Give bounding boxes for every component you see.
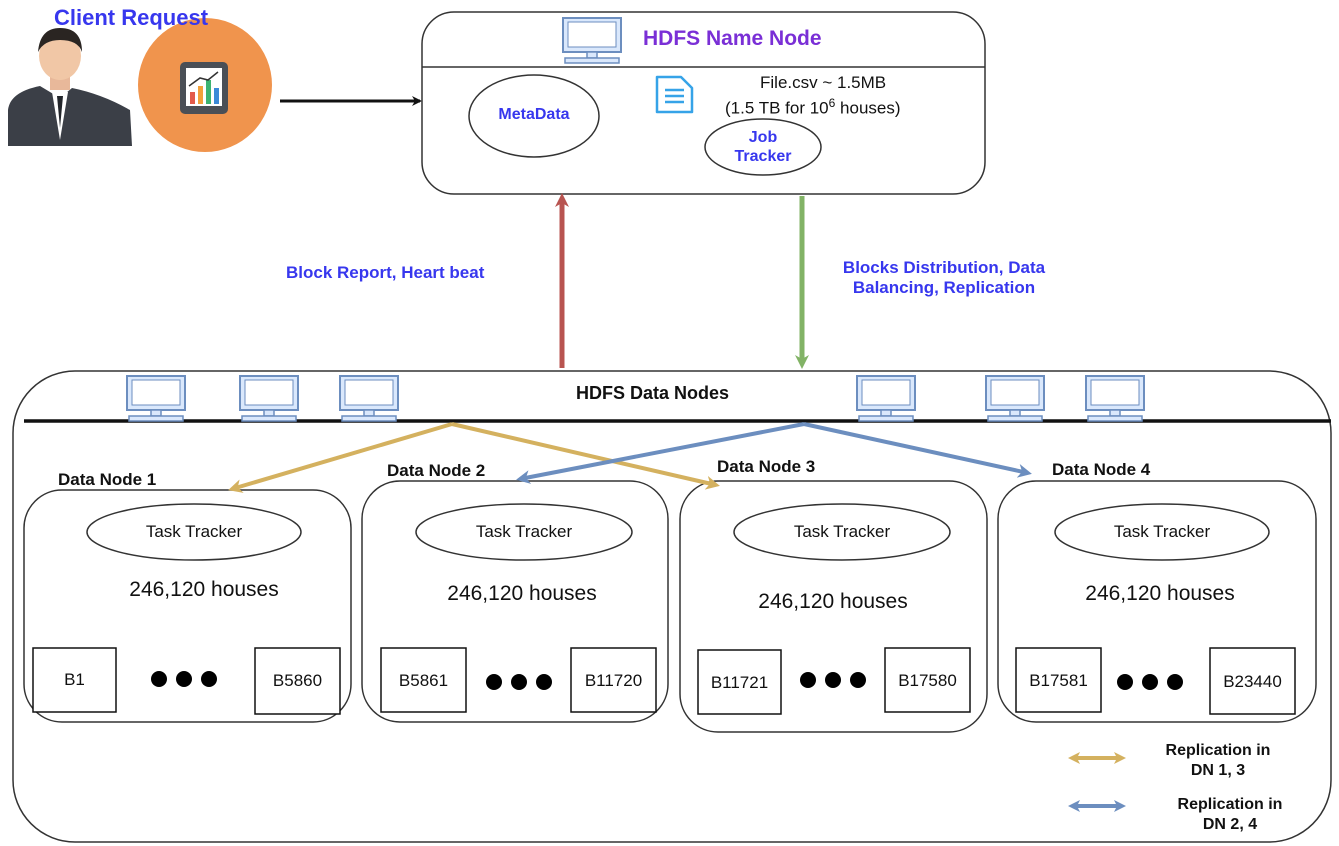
task-tracker-ellipse — [415, 503, 633, 561]
block-box — [32, 647, 117, 713]
metadata-ellipse — [468, 74, 600, 158]
houses-count: 246,120 houses — [447, 582, 597, 605]
data-node-3-name: Data Node 3 — [717, 457, 816, 476]
block-box — [254, 647, 341, 715]
last-block-label: B11720 — [584, 671, 643, 690]
document-icon — [655, 75, 694, 114]
houses-count: 246,120 houses — [129, 578, 279, 601]
metadata-label: MetaData — [498, 106, 570, 123]
person-icon — [8, 28, 132, 146]
data-node-2-name: Data Node 2 — [387, 461, 486, 480]
task-tracker-ellipse — [733, 503, 951, 561]
data-nodes-container — [12, 370, 1332, 843]
replication-24-arrow — [516, 422, 805, 484]
task-tracker-label: Task Tracker — [145, 522, 243, 541]
last-block-label: B17580 — [898, 671, 957, 690]
file-total-label: (1.5 TB for 106 houses) — [725, 96, 901, 118]
tablet-chart-icon — [138, 18, 272, 152]
job-tracker-ellipse — [704, 118, 822, 176]
first-block-label: B17581 — [1029, 671, 1088, 690]
block-box — [1209, 647, 1296, 715]
block-box — [884, 647, 971, 713]
data-node-1-name: Data Node 1 — [58, 470, 157, 489]
block-box — [570, 647, 657, 713]
data-nodes-title: HDFS Data Nodes — [576, 383, 730, 403]
houses-count: 246,120 houses — [1085, 582, 1235, 605]
replication-13-arrow — [228, 422, 453, 493]
ellipsis-dots-icon — [151, 671, 1183, 690]
last-block-label: B23440 — [1223, 672, 1282, 691]
file-size-label: File.csv ~ 1.5MB — [760, 73, 887, 92]
first-block-label: B1 — [64, 670, 85, 689]
name-node-title: HDFS Name Node — [643, 27, 822, 50]
heartbeat-label: Block Report, Heart beat — [286, 263, 485, 282]
replication-13-arrow — [451, 422, 720, 490]
task-tracker-ellipse — [1054, 503, 1270, 561]
block-box — [380, 647, 467, 713]
task-tracker-label: Task Tracker — [793, 522, 891, 541]
task-tracker-ellipse — [86, 503, 302, 561]
client-request-title: Client Request — [54, 5, 209, 30]
replication-24-arrow — [803, 422, 1032, 478]
first-block-label: B5861 — [398, 671, 449, 690]
last-block-label: B5860 — [272, 671, 323, 690]
block-box — [697, 649, 782, 715]
task-tracker-label: Task Tracker — [1113, 522, 1211, 541]
data-node-4-name: Data Node 4 — [1052, 460, 1151, 479]
first-block-label: B11721 — [710, 673, 769, 692]
task-tracker-label: Task Tracker — [475, 522, 573, 541]
block-box — [1015, 647, 1102, 713]
houses-count: 246,120 houses — [758, 590, 908, 613]
